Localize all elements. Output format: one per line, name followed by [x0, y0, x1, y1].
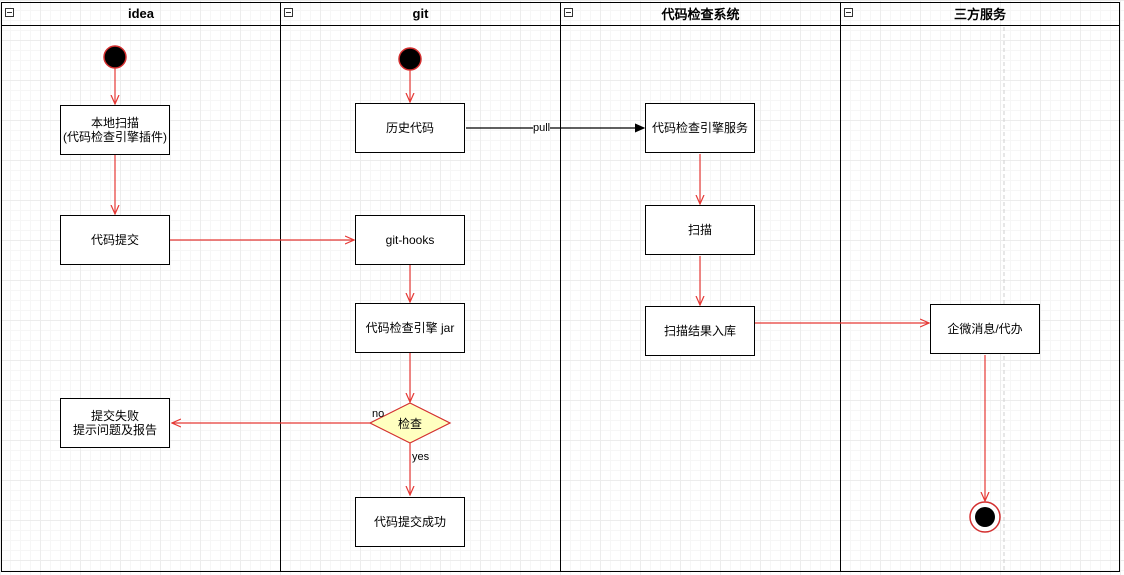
- collapse-icon[interactable]: [5, 8, 14, 17]
- node-scan[interactable]: 扫描: [645, 205, 755, 255]
- node-history-code[interactable]: 历史代码: [355, 103, 465, 153]
- lane-title: 代码检查系统: [661, 7, 740, 22]
- node-code-commit[interactable]: 代码提交: [60, 215, 170, 265]
- node-local-scan[interactable]: 本地扫描 (代码检查引擎插件): [60, 105, 170, 155]
- lane-idea: idea: [1, 2, 280, 572]
- node-wecom-message[interactable]: 企微消息/代办: [930, 304, 1040, 354]
- lane-header-idea[interactable]: idea: [2, 2, 280, 26]
- node-engine-jar[interactable]: 代码检查引擎 jar: [355, 303, 465, 353]
- lane-header-git[interactable]: git: [281, 2, 560, 26]
- edge-label-pull: pull: [533, 122, 551, 134]
- start-node-idea[interactable]: [103, 45, 127, 69]
- collapse-icon[interactable]: [844, 8, 853, 17]
- lane-header-code-check-system[interactable]: 代码检查系统: [561, 2, 840, 26]
- end-node-inner: [975, 507, 995, 527]
- node-engine-service[interactable]: 代码检查引擎服务: [645, 103, 755, 153]
- start-node-git[interactable]: [398, 47, 422, 71]
- lane-title: 三方服务: [953, 7, 1006, 22]
- lane-code-check-system: 代码检查系统: [560, 2, 840, 572]
- lane-header-third-party[interactable]: 三方服务: [841, 2, 1119, 26]
- node-git-hooks[interactable]: git-hooks: [355, 215, 465, 265]
- collapse-icon[interactable]: [284, 8, 293, 17]
- lane-third-party: 三方服务: [840, 2, 1120, 572]
- collapse-icon[interactable]: [564, 8, 573, 17]
- edge-label-no: no: [372, 408, 385, 420]
- lane-title: idea: [127, 6, 154, 21]
- lane-title: git: [412, 6, 429, 21]
- node-scan-store[interactable]: 扫描结果入库: [645, 306, 755, 356]
- decision-check-label: 检查: [397, 416, 422, 431]
- node-commit-fail[interactable]: 提交失败 提示问题及报告: [60, 398, 170, 448]
- lane-git: git: [280, 2, 560, 572]
- node-commit-success[interactable]: 代码提交成功: [355, 497, 465, 547]
- edge-label-yes: yes: [412, 451, 430, 463]
